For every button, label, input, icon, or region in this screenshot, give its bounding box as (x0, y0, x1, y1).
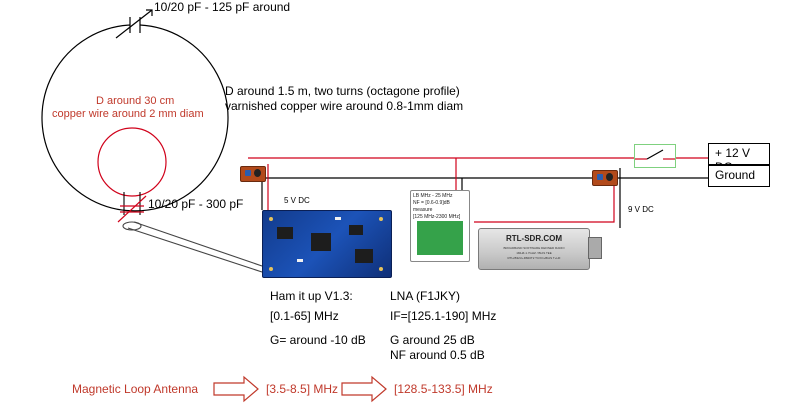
lna-range: IF=[125.1-190] MHz (390, 309, 497, 323)
lna-pcb (417, 221, 463, 255)
mount-hole (379, 267, 383, 271)
coupling-loop-wire-label: varnished copper wire around 0.8-1mm dia… (225, 99, 464, 113)
loop-diameter-label: D around 30 cm (96, 95, 175, 107)
variable-cap-bottom-label: 10/20 pF - 300 pF (148, 197, 244, 211)
ic-chip (349, 225, 363, 235)
chain-range-out: [128.5-133.5] MHz (394, 382, 493, 396)
switch-symbol-icon (635, 149, 675, 160)
lna-board-text: LB MHz - 25 MHz NF = [0.6-0.9]dB measure… (413, 193, 461, 220)
main-loop (41, 24, 229, 212)
regulator-9v (592, 170, 618, 186)
ic-chip (355, 249, 373, 263)
ground-box: Ground (708, 165, 770, 187)
coax-cable (122, 221, 263, 273)
chain-antenna: Magnetic Loop Antenna (72, 382, 199, 396)
variable-cap-top-label: 10/20 pF - 125 pF around (154, 0, 291, 14)
trim-pot (245, 170, 251, 176)
led (297, 259, 303, 262)
lna-nf: NF around 0.5 dB (390, 348, 485, 362)
mount-hole (269, 267, 273, 271)
capacitor (254, 169, 261, 177)
lna-board: LB MHz - 25 MHz NF = [0.6-0.9]dB measure… (410, 190, 470, 262)
sdr-specs: BROADBAND SOFTWARE DEFINED RADIO 1MHZ-1.… (503, 246, 565, 260)
variable-capacitor-top (115, 9, 153, 39)
sdr-voltage-label: 9 V DC (628, 205, 654, 214)
coupling-loop-size-label: D around 1.5 m, two turns (octagone prof… (225, 84, 460, 98)
mount-hole (379, 217, 383, 221)
trim-pot (597, 174, 603, 180)
power-12v-box: + 12 V DC (708, 143, 770, 174)
variable-capacitor-bottom (117, 195, 147, 223)
ic-chip (311, 233, 331, 251)
ham-range: [0.1-65] MHz (270, 309, 339, 323)
ham-it-up-board (262, 210, 392, 278)
usb-connector (588, 237, 602, 259)
led (335, 217, 341, 220)
lna-gain: G around 25 dB (390, 333, 475, 347)
capacitor (606, 173, 613, 181)
ham-voltage-label: 5 V DC (284, 196, 310, 205)
regulator-5v (240, 166, 266, 182)
ham-title: Ham it up V1.3: (270, 289, 353, 303)
ic-chip (277, 227, 293, 239)
coupling-loop (97, 127, 167, 197)
lna-title: LNA (F1JKY) (390, 289, 461, 303)
sdr-brand: RTL-SDR.COM (506, 234, 562, 243)
chain-arrow-2 (341, 375, 387, 403)
coupling-loop-leads (123, 192, 141, 215)
chain-arrow-1 (213, 375, 259, 403)
rtl-sdr-dongle: RTL-SDR.COM BROADBAND SOFTWARE DEFINED R… (478, 228, 590, 270)
mount-hole (269, 217, 273, 221)
chain-range-in: [3.5-8.5] MHz (266, 382, 339, 396)
power-switch[interactable] (634, 144, 676, 168)
loop-wire-label: copper wire around 2 mm diam (52, 108, 204, 120)
ham-gain: G= around -10 dB (270, 333, 366, 347)
